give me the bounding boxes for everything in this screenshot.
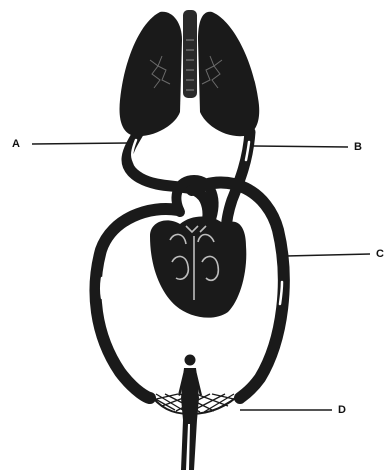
human-figure (178, 355, 202, 471)
systemic-left-highlight (101, 278, 102, 298)
leader-line-b (252, 146, 348, 147)
lungs (120, 10, 260, 136)
label-d: D (338, 404, 346, 416)
heart (150, 217, 246, 318)
label-a: A (12, 138, 20, 150)
left-lung (120, 12, 182, 136)
label-c: C (376, 248, 384, 260)
leader-line-c (286, 254, 370, 256)
trachea (183, 10, 197, 98)
leader-line-a (32, 143, 132, 144)
label-b: B (354, 141, 362, 153)
heart-body (150, 217, 246, 318)
figure-head (185, 355, 196, 366)
